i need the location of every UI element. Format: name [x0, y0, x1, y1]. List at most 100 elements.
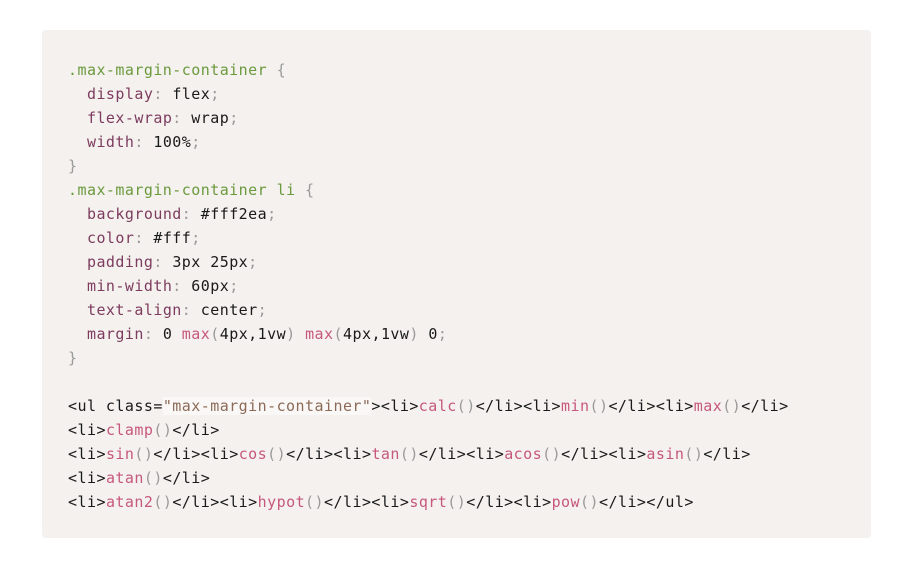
code-property: margin: [86, 325, 144, 343]
code-punctuation: (): [447, 493, 467, 511]
code-punctuation: {: [267, 61, 287, 79]
code-selector: .max-margin-container li: [68, 181, 296, 199]
code-punctuation: ;: [191, 229, 201, 247]
code-tag: </li></ul>: [599, 493, 694, 511]
code-punctuation: (): [542, 445, 562, 463]
code-punctuation: }: [68, 157, 78, 175]
code-tag: </li><li>: [608, 397, 694, 415]
code-line: margin: 0 max(4px,1vw) max(4px,1vw) 0;: [68, 322, 871, 346]
code-function: hypot: [257, 493, 306, 511]
code-tag: </li><li>: [466, 493, 552, 511]
code-tag: </li>: [162, 469, 211, 487]
code-punctuation: (): [580, 493, 599, 511]
code-punctuation: :: [153, 85, 173, 103]
code-value: [68, 325, 87, 343]
code-value: [68, 229, 87, 247]
code-value: 4px,1vw: [219, 325, 287, 343]
code-function: sqrt: [409, 493, 448, 511]
code-property: padding: [86, 253, 154, 271]
code-value: 100%: [153, 133, 192, 151]
code-punctuation: ;: [191, 133, 201, 151]
code-punctuation: ;: [257, 301, 268, 319]
code-tag: <li>: [68, 421, 106, 439]
code-line: <li>atan()</li>: [68, 466, 871, 490]
code-property: flex-wrap: [86, 109, 173, 127]
code-value: [68, 277, 87, 295]
code-punctuation: ;: [437, 325, 448, 343]
code-line: }: [68, 346, 871, 370]
code-punctuation: :: [134, 133, 154, 151]
code-tag: </li>: [741, 397, 789, 415]
code-line: flex-wrap: wrap;: [68, 106, 871, 130]
code-tag: </li><li>: [153, 445, 239, 463]
code-value: #fff: [153, 229, 192, 247]
code-tag: <ul class=: [68, 397, 163, 415]
code-function: clamp: [105, 421, 154, 439]
code-punctuation: }: [68, 349, 78, 367]
code-tag: </li><li>: [324, 493, 410, 511]
code-punctuation: (): [684, 445, 704, 463]
code-value: 3px 25px: [172, 253, 249, 271]
code-line: <ul class="max-margin-container"><li>cal…: [68, 394, 871, 418]
code-punctuation: ;: [229, 277, 239, 295]
code-selector: .max-margin-container: [68, 61, 268, 79]
code-line: .max-margin-container li {: [68, 178, 871, 202]
code-value: [68, 109, 87, 127]
code-punctuation: :: [134, 229, 154, 247]
code-value: 60px: [191, 277, 230, 295]
code-line: background: #fff2ea;: [68, 202, 871, 226]
code-tag: </li><li>: [418, 445, 505, 463]
code-line: .max-margin-container {: [68, 58, 871, 82]
code-tag: </li><li>: [561, 445, 647, 463]
code-function: max: [693, 397, 723, 415]
code-value: center: [200, 301, 258, 319]
code-property: display: [86, 85, 154, 103]
code-value: [68, 85, 87, 103]
code-value: [68, 205, 87, 223]
code-punctuation: (): [722, 397, 742, 415]
code-value: flex: [172, 85, 211, 103]
code-punctuation: ;: [248, 253, 258, 271]
code-function: pow: [551, 493, 581, 511]
code-punctuation: (): [143, 469, 163, 487]
code-punctuation: (): [153, 421, 173, 439]
code-tag: </li><li>: [286, 445, 372, 463]
code-punctuation: (): [399, 445, 419, 463]
code-punctuation: ): [409, 325, 419, 343]
code-line: padding: 3px 25px;: [68, 250, 871, 274]
code-value: 0: [162, 325, 182, 343]
code-punctuation: (): [305, 493, 325, 511]
code-value: #fff2ea: [200, 205, 268, 223]
code-punctuation: (): [267, 445, 287, 463]
code-punctuation: ;: [229, 109, 239, 127]
code-function: max: [181, 325, 211, 343]
code-line: <li>clamp()</li>: [68, 418, 871, 442]
code-function: atan: [105, 469, 144, 487]
code-value: [296, 325, 305, 343]
code-property: background: [86, 205, 182, 223]
code-tag: <li>: [68, 445, 106, 463]
code-punctuation: ): [286, 325, 296, 343]
code-tag: </li>: [172, 421, 220, 439]
code-line: }: [68, 154, 871, 178]
code-punctuation: ;: [210, 85, 220, 103]
code-value: [68, 253, 87, 271]
code-punctuation: (: [210, 325, 220, 343]
code-block: .max-margin-container { display: flex; f…: [42, 30, 871, 538]
code-value: wrap: [191, 109, 230, 127]
code-line: <li>atan2()</li><li>hypot()</li><li>sqrt…: [68, 490, 871, 514]
code-value: 0: [418, 325, 438, 343]
code-punctuation: :: [143, 325, 163, 343]
code-punctuation: :: [172, 277, 192, 295]
code-string: "max-margin-container": [162, 397, 372, 415]
code-punctuation: ;: [267, 205, 277, 223]
code-punctuation: (): [153, 493, 173, 511]
code-value: [68, 133, 87, 151]
code-punctuation: :: [181, 205, 201, 223]
code-function: tan: [371, 445, 400, 463]
code-function: sin: [105, 445, 135, 463]
code-value: [68, 301, 87, 319]
code-line: <li>sin()</li><li>cos()</li><li>tan()</l…: [68, 442, 871, 466]
code-line: color: #fff;: [68, 226, 871, 250]
code-tag: ><li>: [371, 397, 419, 415]
